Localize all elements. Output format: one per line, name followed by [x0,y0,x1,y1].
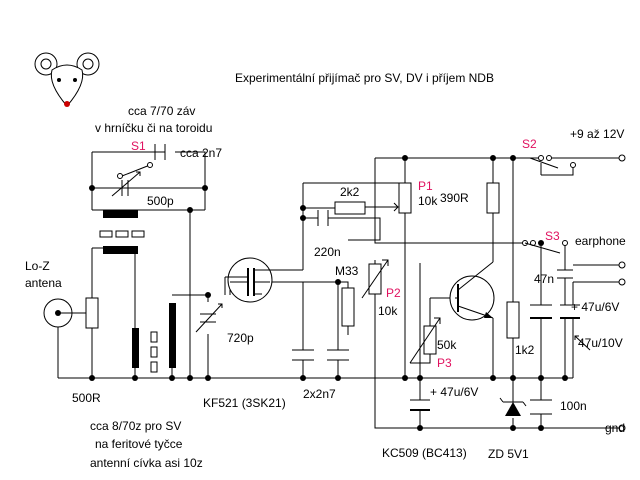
antenna-socket-icon [43,298,85,328]
label-p3: P3 [437,356,452,370]
supply-terminal [618,154,626,162]
label-earphone: earphone [575,234,626,248]
label-fet: KF521 (3SK21) [203,396,286,410]
label-s1: S1 [131,139,146,153]
zener-diode-icon [499,397,527,416]
label-cap-2x2n7: 2x2n7 [303,387,336,401]
label-r-390r: 390R [440,191,469,205]
antenna-coil [132,303,176,373]
label-cap-500p: 500p [147,194,174,208]
junction-dots [89,155,568,431]
label-supply: +9 až 12V [570,127,624,141]
coil-bottom-note-2: na feritové tyčce [95,437,183,451]
capacitor-47n [557,269,573,279]
label-r-1k2: 1k2 [515,343,535,357]
label-s3: S3 [545,229,560,243]
label-cap-720p: 720p [227,331,254,345]
diagram-title: Experimentální přijímač pro SV, DV i pří… [235,71,494,85]
mouse-logo-icon [34,52,100,107]
capacitor-2n7 [154,144,166,160]
coil-bottom-note-1: cca 8/70z pro SV [90,419,181,433]
label-cap-47u-6v-bottom: + 47u/6V [430,385,478,399]
label-antenna-2: antena [25,276,62,290]
capacitor-47u-6v-right [530,304,580,319]
resistor-500r [85,297,99,329]
capacitor-47u-6v-bottom [410,399,430,428]
capacitors-2x2n7 [292,349,349,361]
fet-transistor-icon [225,257,273,303]
circuit-wiring [57,151,620,429]
resistor-2k2 [334,201,366,215]
label-cap-47n: 47n [534,272,554,286]
earphone-terminals [618,261,626,286]
resistor-1k2 [506,301,520,339]
trimmer-500p [111,171,141,197]
switch-s1 [92,162,153,189]
label-cap-100n: 100n [560,399,587,413]
label-antenna-1: Lo-Z [25,259,50,273]
label-cap-220n: 220n [314,245,341,259]
resistor-390r [486,182,500,214]
coupling-coil [99,210,145,254]
label-gnd: gnd [605,421,625,435]
label-r-2k2: 2k2 [340,185,360,199]
coil-bottom-note-3: antenní cívka asi 10z [90,456,203,470]
coil-top-note-1: cca 7/70 záv [128,104,195,118]
switch-s2 [529,155,576,169]
label-zener: ZD 5V1 [488,447,529,461]
tuning-capacitor-720p [195,303,223,333]
capacitor-220n [317,210,329,226]
label-cap-47u-10v: 47u/10V [578,336,623,350]
label-p2: P2 [386,286,401,300]
label-cap-47u-6v-right: + 47u/6V [571,300,619,314]
label-cap-2n7: cca 2n7 [180,146,222,160]
capacitor-100n [530,399,552,415]
label-p2-value: 10k [378,304,398,318]
label-p3-value: 50k [437,338,457,352]
label-p1-value: 10k [418,194,438,208]
bipolar-transistor-icon [449,261,495,321]
switch-s3 [522,240,568,254]
gnd-terminal [618,424,626,432]
label-transistor: KC509 (BC413) [382,446,467,460]
potentiometer-p3 [409,317,441,364]
annotation-arrow [574,335,591,351]
label-s2: S2 [522,137,537,151]
label-r-m33: M33 [335,264,359,278]
resistor-m33 [341,287,355,327]
label-r-500r: 500R [72,391,101,405]
potentiometer-p2 [361,259,389,299]
label-p1: P1 [418,179,433,193]
potentiometer-p1 [390,182,412,214]
coil-top-note-2: v hrníčku či na toroidu [95,121,212,135]
